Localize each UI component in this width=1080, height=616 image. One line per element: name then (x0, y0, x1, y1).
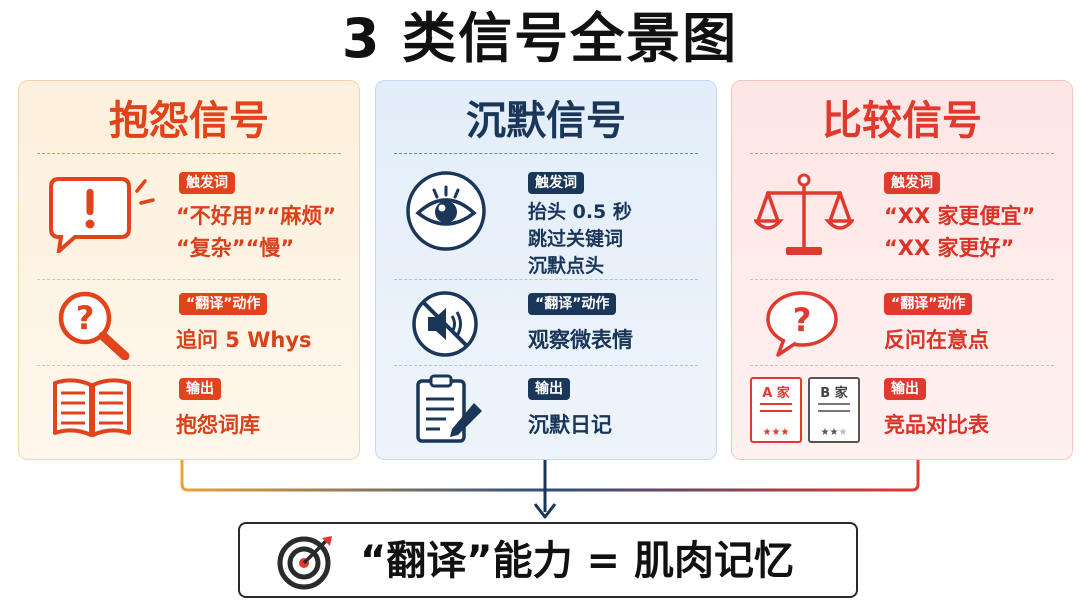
card-title: 抱怨信号 (109, 98, 269, 144)
competitor-a-label: A 家 (762, 386, 790, 401)
divider (37, 365, 341, 366)
action-tag: “翻译”动作 (179, 293, 268, 315)
trigger-line: “复杂”“慢” (176, 236, 295, 260)
svg-text:?: ? (76, 299, 95, 337)
divider (394, 153, 698, 154)
output-text: 竞品对比表 (884, 413, 989, 437)
comparison-signal-card: 比较信号 触发词 “XX 家更便宜” “XX 家更好” ? “翻译”动作 反问在… (731, 80, 1073, 460)
trigger-line: “XX 家更好” (884, 236, 1015, 260)
output-tag: 输出 (179, 378, 221, 400)
rating-stars-icon: ★★★ (820, 427, 848, 438)
competitor-b-card-icon: B 家 ★★★ (808, 377, 860, 443)
divider (37, 153, 341, 154)
trigger-line: 抬头 0.5 秒 (528, 201, 632, 223)
svg-text:?: ? (793, 301, 812, 339)
output-text: 沉默日记 (528, 413, 612, 437)
trigger-line: “不好用”“麻烦” (176, 204, 337, 228)
eye-icon (406, 171, 486, 251)
action-tag: “翻译”动作 (528, 293, 617, 315)
competitor-b-label: B 家 (820, 386, 848, 401)
question-speech-bubble-icon: ? (766, 291, 838, 357)
card-title: 沉默信号 (466, 98, 626, 144)
divider (394, 365, 698, 366)
divider (750, 279, 1054, 280)
clipboard-pen-icon (416, 374, 482, 443)
silence-signal-card: 沉默信号 触发词 抬头 0.5 秒 跳过关键词 沉默点头 “翻译”动作 观察微表… (375, 80, 717, 460)
mute-icon (412, 291, 478, 357)
result-box: “翻译”能力 = 肌肉记忆 (238, 522, 858, 598)
trigger-line: “XX 家更便宜” (884, 204, 1036, 228)
question-magnifier-icon: ? (58, 291, 130, 360)
alert-speech-bubble-icon (49, 177, 155, 253)
trigger-tag: 触发词 (179, 172, 235, 194)
rating-stars-icon: ★★★ (762, 427, 790, 438)
divider (37, 279, 341, 280)
divider (750, 153, 1054, 154)
action-text: 反问在意点 (884, 328, 989, 352)
target-icon (277, 536, 332, 590)
trigger-tag: 触发词 (884, 172, 940, 194)
complaint-signal-card: 抱怨信号 触发词 “不好用”“麻烦” “复杂”“慢” ? “翻译”动作 追问 5… (18, 80, 360, 460)
output-text: 抱怨词库 (176, 413, 260, 437)
card-title: 比较信号 (822, 98, 982, 144)
action-text: 追问 5 Whys (176, 328, 312, 352)
trigger-line: 沉默点头 (528, 255, 605, 277)
open-book-icon (53, 378, 131, 437)
trigger-line: 跳过关键词 (528, 228, 624, 250)
divider (394, 279, 698, 280)
page-title: 3 类信号全景图 (341, 7, 739, 70)
competitor-a-card-icon: A 家 ★★★ (750, 377, 802, 443)
result-text: “翻译”能力 = 肌肉记忆 (360, 538, 794, 584)
divider (750, 365, 1054, 366)
action-tag: “翻译”动作 (884, 293, 973, 315)
balance-scale-icon (754, 173, 854, 255)
action-text: 观察微表情 (528, 328, 633, 352)
output-tag: 输出 (528, 378, 570, 400)
output-tag: 输出 (884, 378, 926, 400)
trigger-tag: 触发词 (528, 172, 584, 194)
